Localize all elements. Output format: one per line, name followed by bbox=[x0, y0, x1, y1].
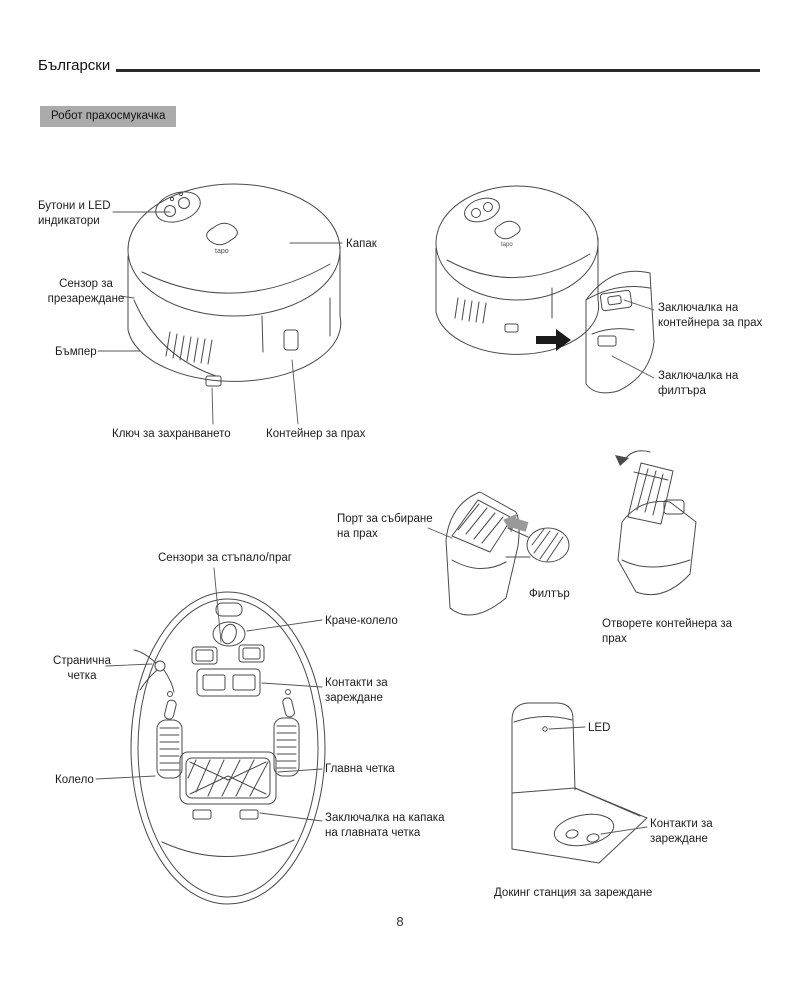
label-bumper: Бъмпер bbox=[55, 346, 97, 358]
robot-bottom-view-illustration bbox=[130, 591, 326, 905]
label-filter-lock: Заключалка на филтъра bbox=[658, 370, 739, 398]
label-main-brush: Главна четка bbox=[325, 763, 395, 775]
label-filter: Филтър bbox=[529, 588, 570, 600]
label-main-brush-cover-lock: Заключалка на капака на главната четка bbox=[325, 812, 445, 840]
open-container-illustration bbox=[615, 450, 697, 596]
brand-logo-text: tapo bbox=[215, 248, 229, 255]
label-wheel: Колело bbox=[55, 774, 94, 786]
label-open-container: Отворете контейнера за прах bbox=[602, 618, 732, 646]
language-header: Български bbox=[38, 57, 111, 74]
caption-dock: Докинг станция за зареждане bbox=[494, 887, 653, 899]
arrow-right-icon bbox=[536, 329, 571, 351]
label-cover: Капак bbox=[346, 238, 377, 250]
label-container-lock: Заключалка на контейнера за прах bbox=[658, 302, 763, 330]
label-cliff-sensors: Сензори за стъпало/праг bbox=[158, 552, 292, 564]
label-side-brush: Странична четка bbox=[53, 655, 111, 683]
label-dock-charging-contacts: Контакти за зареждане bbox=[650, 818, 713, 846]
charging-dock-illustration bbox=[511, 702, 648, 864]
robot-top-view-illustration: tapo bbox=[127, 183, 342, 387]
page-number: 8 bbox=[396, 914, 404, 929]
leader-lines bbox=[95, 211, 655, 835]
label-charging-contacts: Контакти за зареждане bbox=[325, 677, 388, 705]
label-recharge-sensor: Сензор за презареждане bbox=[47, 278, 125, 306]
label-dust-port: Порт за събиране на прах bbox=[337, 513, 433, 541]
label-caster-wheel: Краче-колело bbox=[325, 615, 398, 627]
dust-port-illustration bbox=[445, 491, 570, 616]
label-buttons-led: Бутони и LED индикатори bbox=[38, 200, 111, 228]
label-dock-led: LED bbox=[588, 722, 611, 734]
header-rule bbox=[116, 69, 760, 72]
magnifier-circle-icon bbox=[526, 527, 570, 563]
brand-logo-text-2: tapo bbox=[501, 242, 513, 248]
section-badge: Робот прахосмукачка bbox=[40, 106, 177, 127]
rotate-arrow-icon bbox=[615, 455, 629, 466]
insert-arrow-icon bbox=[503, 513, 529, 533]
dock-led-icon bbox=[542, 726, 548, 732]
label-power-switch: Ключ за захранването bbox=[112, 428, 231, 440]
label-dust-container: Контейнер за прах bbox=[266, 428, 366, 440]
robot-container-removed-illustration: tapo bbox=[435, 185, 655, 394]
